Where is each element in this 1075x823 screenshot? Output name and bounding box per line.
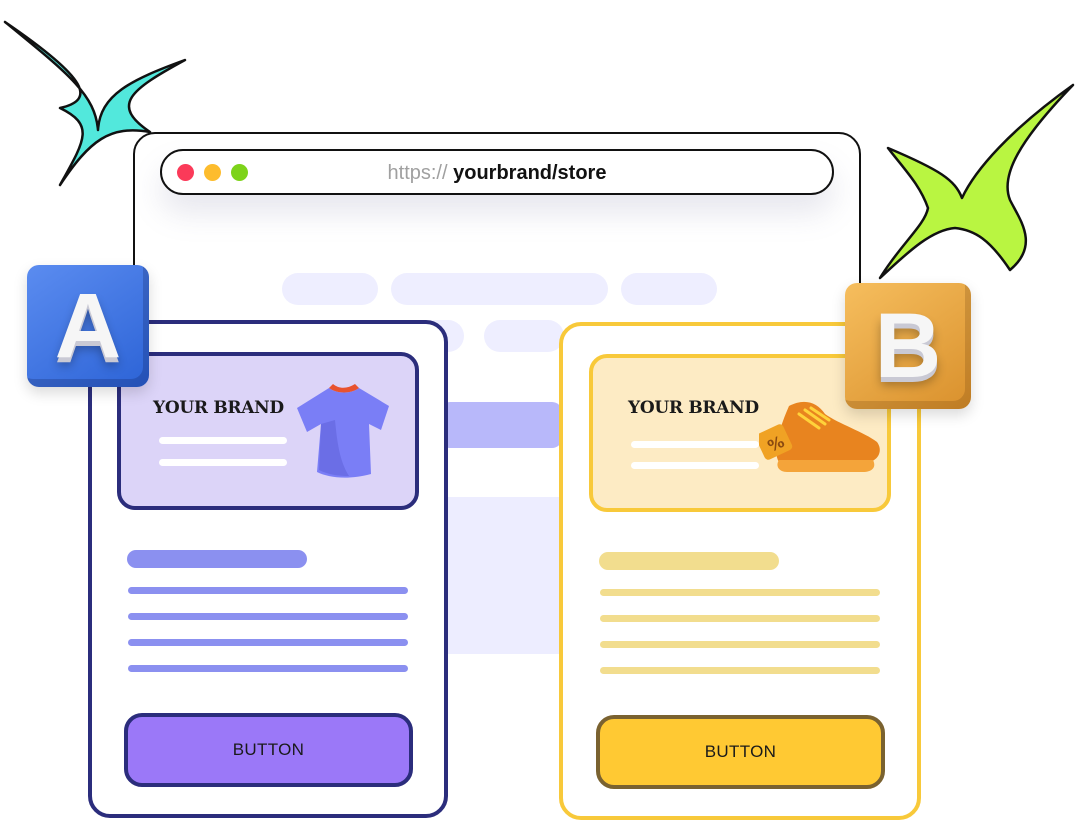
url-path: yourbrand/store <box>447 162 607 184</box>
nav-pill <box>282 273 378 305</box>
variant-a-text-line <box>128 587 408 594</box>
nav-pill <box>391 273 608 305</box>
variant-a-text-line <box>128 665 408 672</box>
address-bar[interactable]: https:// yourbrand/store <box>160 149 834 195</box>
browser-hero-bar <box>440 402 562 448</box>
variant-a-badge: A <box>27 265 149 387</box>
variant-b-heading-bar <box>599 552 779 570</box>
hero-text-line <box>631 441 759 448</box>
hero-text-line <box>159 437 287 444</box>
variant-b-text-line <box>600 589 880 596</box>
sneaker-icon: % <box>759 401 880 472</box>
variant-a-hero: YOUR BRAND <box>117 352 419 510</box>
browser-content-block <box>440 497 562 654</box>
url-text[interactable]: https:// yourbrand/store <box>162 162 832 185</box>
hero-text-line <box>631 462 759 469</box>
variant-a-text-line <box>128 613 408 620</box>
variant-b-text-line <box>600 641 880 648</box>
variant-b-button[interactable]: BUTTON <box>596 715 885 789</box>
sparkle-green-icon <box>878 83 1075 280</box>
maximize-dot-icon[interactable] <box>231 164 248 181</box>
brand-name: YOUR BRAND <box>628 398 759 418</box>
brand-name: YOUR BRAND <box>153 398 284 418</box>
variant-a-heading-bar <box>127 550 307 568</box>
hero-text-line <box>159 459 287 466</box>
minimize-dot-icon[interactable] <box>204 164 221 181</box>
nav-pill <box>621 273 717 305</box>
nav-pill <box>484 320 564 352</box>
tshirt-icon <box>297 384 389 478</box>
variant-a-button[interactable]: BUTTON <box>124 713 413 787</box>
sparkle-teal-icon <box>3 20 187 187</box>
variant-b-hero: YOUR BRAND % <box>589 354 891 512</box>
variant-b-text-line <box>600 667 880 674</box>
url-protocol: https:// <box>387 162 448 184</box>
variant-b-badge: B <box>845 283 971 409</box>
variant-b-text-line <box>600 615 880 622</box>
variant-a-text-line <box>128 639 408 646</box>
svg-text:%: % <box>765 432 788 456</box>
close-dot-icon[interactable] <box>177 164 194 181</box>
